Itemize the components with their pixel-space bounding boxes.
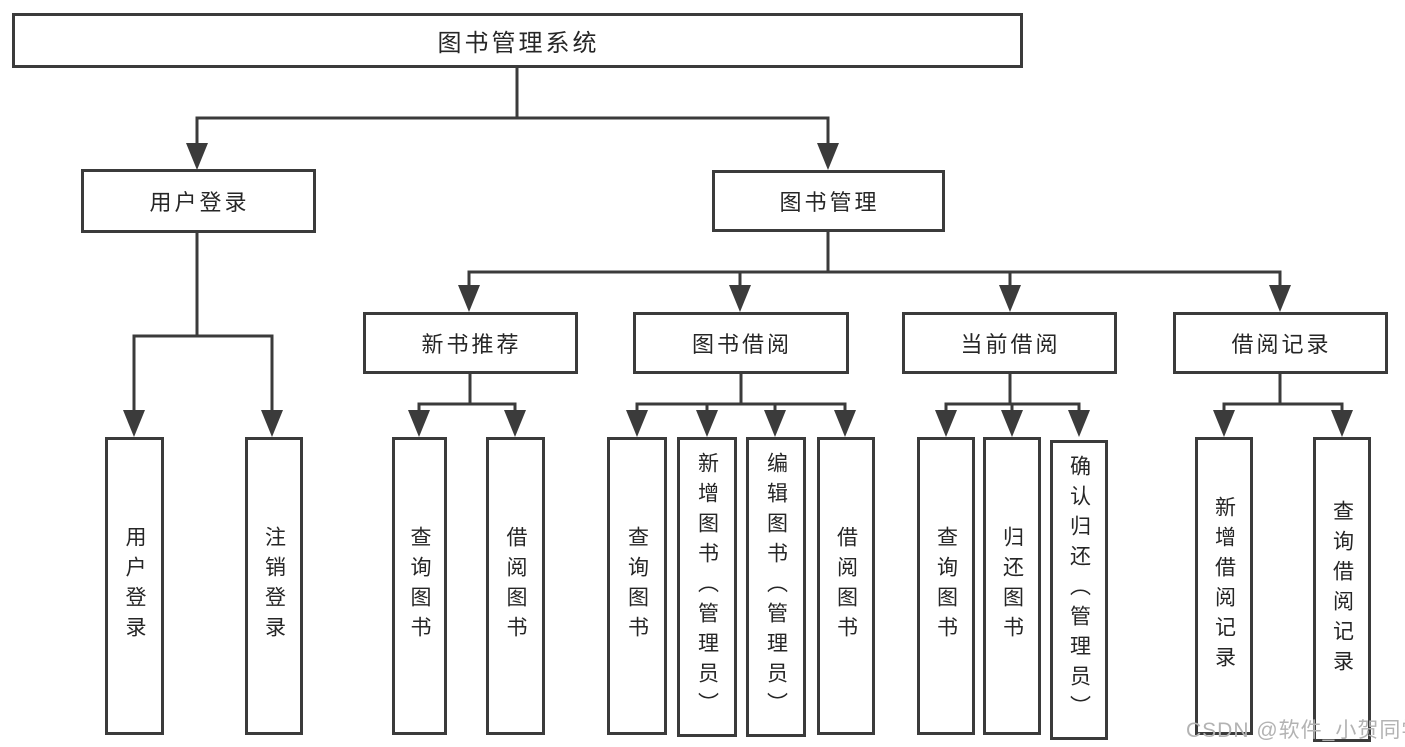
node-label: 用户登录 <box>149 190 250 215</box>
arrowheads <box>123 143 1353 437</box>
arrow-icon <box>817 143 839 170</box>
connector-userlogin-branch <box>132 230 274 417</box>
node-leaf-confirm-return-admin: 确认归还（管理员） <box>1050 440 1108 740</box>
node-label: 借阅图书 <box>834 526 858 646</box>
node-label: 查询图书 <box>934 526 958 646</box>
node-label: 编辑图书（管理员） <box>764 452 788 722</box>
node-label: 图书管理系统 <box>437 30 600 57</box>
node-label: 新增图书（管理员） <box>695 452 719 722</box>
arrow-icon <box>1331 410 1353 437</box>
node-label: 注销登录 <box>262 526 286 646</box>
csdn-watermark: CSDN @软件_小贺同学 <box>1186 719 1405 742</box>
connector-records-branch <box>1222 372 1344 417</box>
arrow-icon <box>1001 410 1023 437</box>
node-leaf-add-books-admin: 新增图书（管理员） <box>677 437 737 737</box>
node-current-borrowing: 当前借阅 <box>902 312 1117 374</box>
arrow-icon <box>261 410 283 437</box>
node-leaf-user-login: 用户登录 <box>105 437 164 735</box>
node-user-login-module: 用户登录 <box>81 169 316 233</box>
node-leaf-return-books: 归还图书 <box>983 437 1041 735</box>
arrow-icon <box>834 410 856 437</box>
node-leaf-query-books-1: 查询图书 <box>392 437 447 735</box>
node-label: 图书管理 <box>779 190 880 215</box>
node-leaf-add-borrow-record: 新增借阅记录 <box>1195 437 1253 735</box>
arrow-icon <box>626 410 648 437</box>
node-label: 确认归还（管理员） <box>1067 455 1091 725</box>
arrow-icon <box>458 285 480 312</box>
node-book-management-module: 图书管理 <box>712 170 945 232</box>
arrow-icon <box>999 285 1021 312</box>
arrow-icon <box>1213 410 1235 437</box>
node-label: 借阅图书 <box>504 526 527 646</box>
connector-root-to-level2 <box>195 66 830 150</box>
connector-bookmgmt-to-level3 <box>467 230 1282 292</box>
arrow-icon <box>123 410 145 437</box>
node-label: 归还图书 <box>1000 526 1024 646</box>
node-leaf-edit-books-admin: 编辑图书（管理员） <box>746 437 806 737</box>
connector-current-branch <box>944 372 1081 417</box>
node-borrowing-records: 借阅记录 <box>1173 312 1388 374</box>
node-library-management-system: 图书管理系统 <box>12 13 1023 68</box>
arrow-icon <box>935 410 957 437</box>
node-leaf-query-books-2: 查询图书 <box>607 437 667 735</box>
arrow-icon <box>1068 410 1090 437</box>
arrow-icon <box>186 143 208 170</box>
node-leaf-borrow-books-1: 借阅图书 <box>486 437 545 735</box>
node-label: 新书推荐 <box>421 332 522 357</box>
arrow-icon <box>1269 285 1291 312</box>
node-label: 借阅记录 <box>1231 332 1332 357</box>
connector-borrowing-branch <box>635 372 847 417</box>
node-label: 查询借阅记录 <box>1330 499 1354 680</box>
node-label: 图书借阅 <box>691 332 792 357</box>
arrow-icon <box>696 410 718 437</box>
node-leaf-logout: 注销登录 <box>245 437 303 735</box>
node-label: 当前借阅 <box>960 332 1061 357</box>
node-label: 新增借阅记录 <box>1212 496 1236 676</box>
node-leaf-borrow-books-2: 借阅图书 <box>817 437 875 735</box>
node-leaf-query-books-3: 查询图书 <box>917 437 975 735</box>
node-book-borrowing: 图书借阅 <box>633 312 849 374</box>
arrow-icon <box>729 285 751 312</box>
arrow-icon <box>504 410 526 437</box>
node-label: 查询图书 <box>625 526 649 646</box>
arrow-icon <box>764 410 786 437</box>
node-label: 查询图书 <box>408 526 431 646</box>
node-label: 用户登录 <box>123 526 146 646</box>
node-new-book-recommend: 新书推荐 <box>363 312 578 374</box>
connector-newbook-branch <box>417 372 517 417</box>
arrow-icon <box>408 410 430 437</box>
node-leaf-query-borrow-record: 查询借阅记录 <box>1313 437 1371 742</box>
